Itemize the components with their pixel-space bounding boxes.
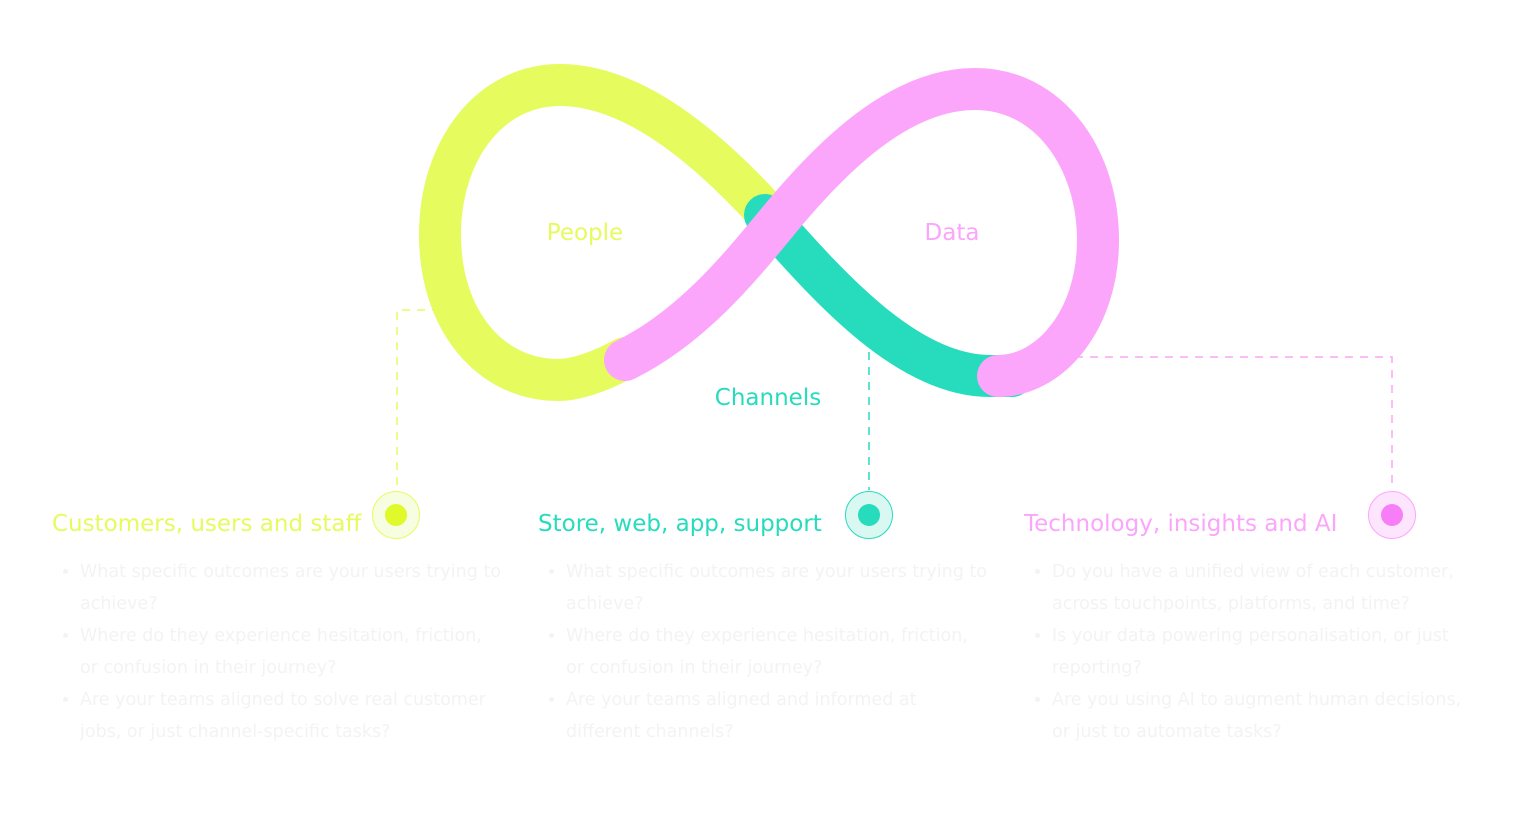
data-loop [604,67,1120,397]
list-item: Are you using AI to augment human decisi… [1052,684,1474,748]
people-connector [396,309,455,490]
data-label: Data [924,220,980,246]
channels-marker [845,491,893,539]
list-item: Is your data powering personalisation, o… [1052,620,1474,684]
list-item: Are your teams aligned and informed at d… [566,684,988,748]
people-questions: What specific outcomes are your users tr… [52,556,502,748]
data-connector [1075,356,1393,490]
people-heading: Customers, users and staff [52,511,362,537]
people-label: People [546,220,624,246]
list-item: Where do they experience hesitation, fri… [80,620,502,684]
data-questions: Do you have a unified view of each custo… [1024,556,1474,748]
channels-heading: Store, web, app, support [538,511,822,537]
list-item: What specific outcomes are your users tr… [566,556,988,620]
list-item: What specific outcomes are your users tr… [80,556,502,620]
list-item: Are your teams aligned to solve real cus… [80,684,502,748]
channels-column: Store, web, app, support What specific o… [538,506,988,748]
data-heading: Technology, insights and AI [1024,511,1338,537]
people-loop [418,63,796,402]
channels-questions: What specific outcomes are your users tr… [538,556,988,748]
people-marker [372,491,420,539]
list-item: Where do they experience hesitation, fri… [566,620,988,684]
channels-label: Channels [714,385,822,411]
data-marker [1368,491,1416,539]
data-column: Technology, insights and AI Do you have … [1024,506,1474,748]
people-column: Customers, users and staff What specific… [52,506,502,748]
channels-loop [744,194,1033,397]
list-item: Do you have a unified view of each custo… [1052,556,1474,620]
